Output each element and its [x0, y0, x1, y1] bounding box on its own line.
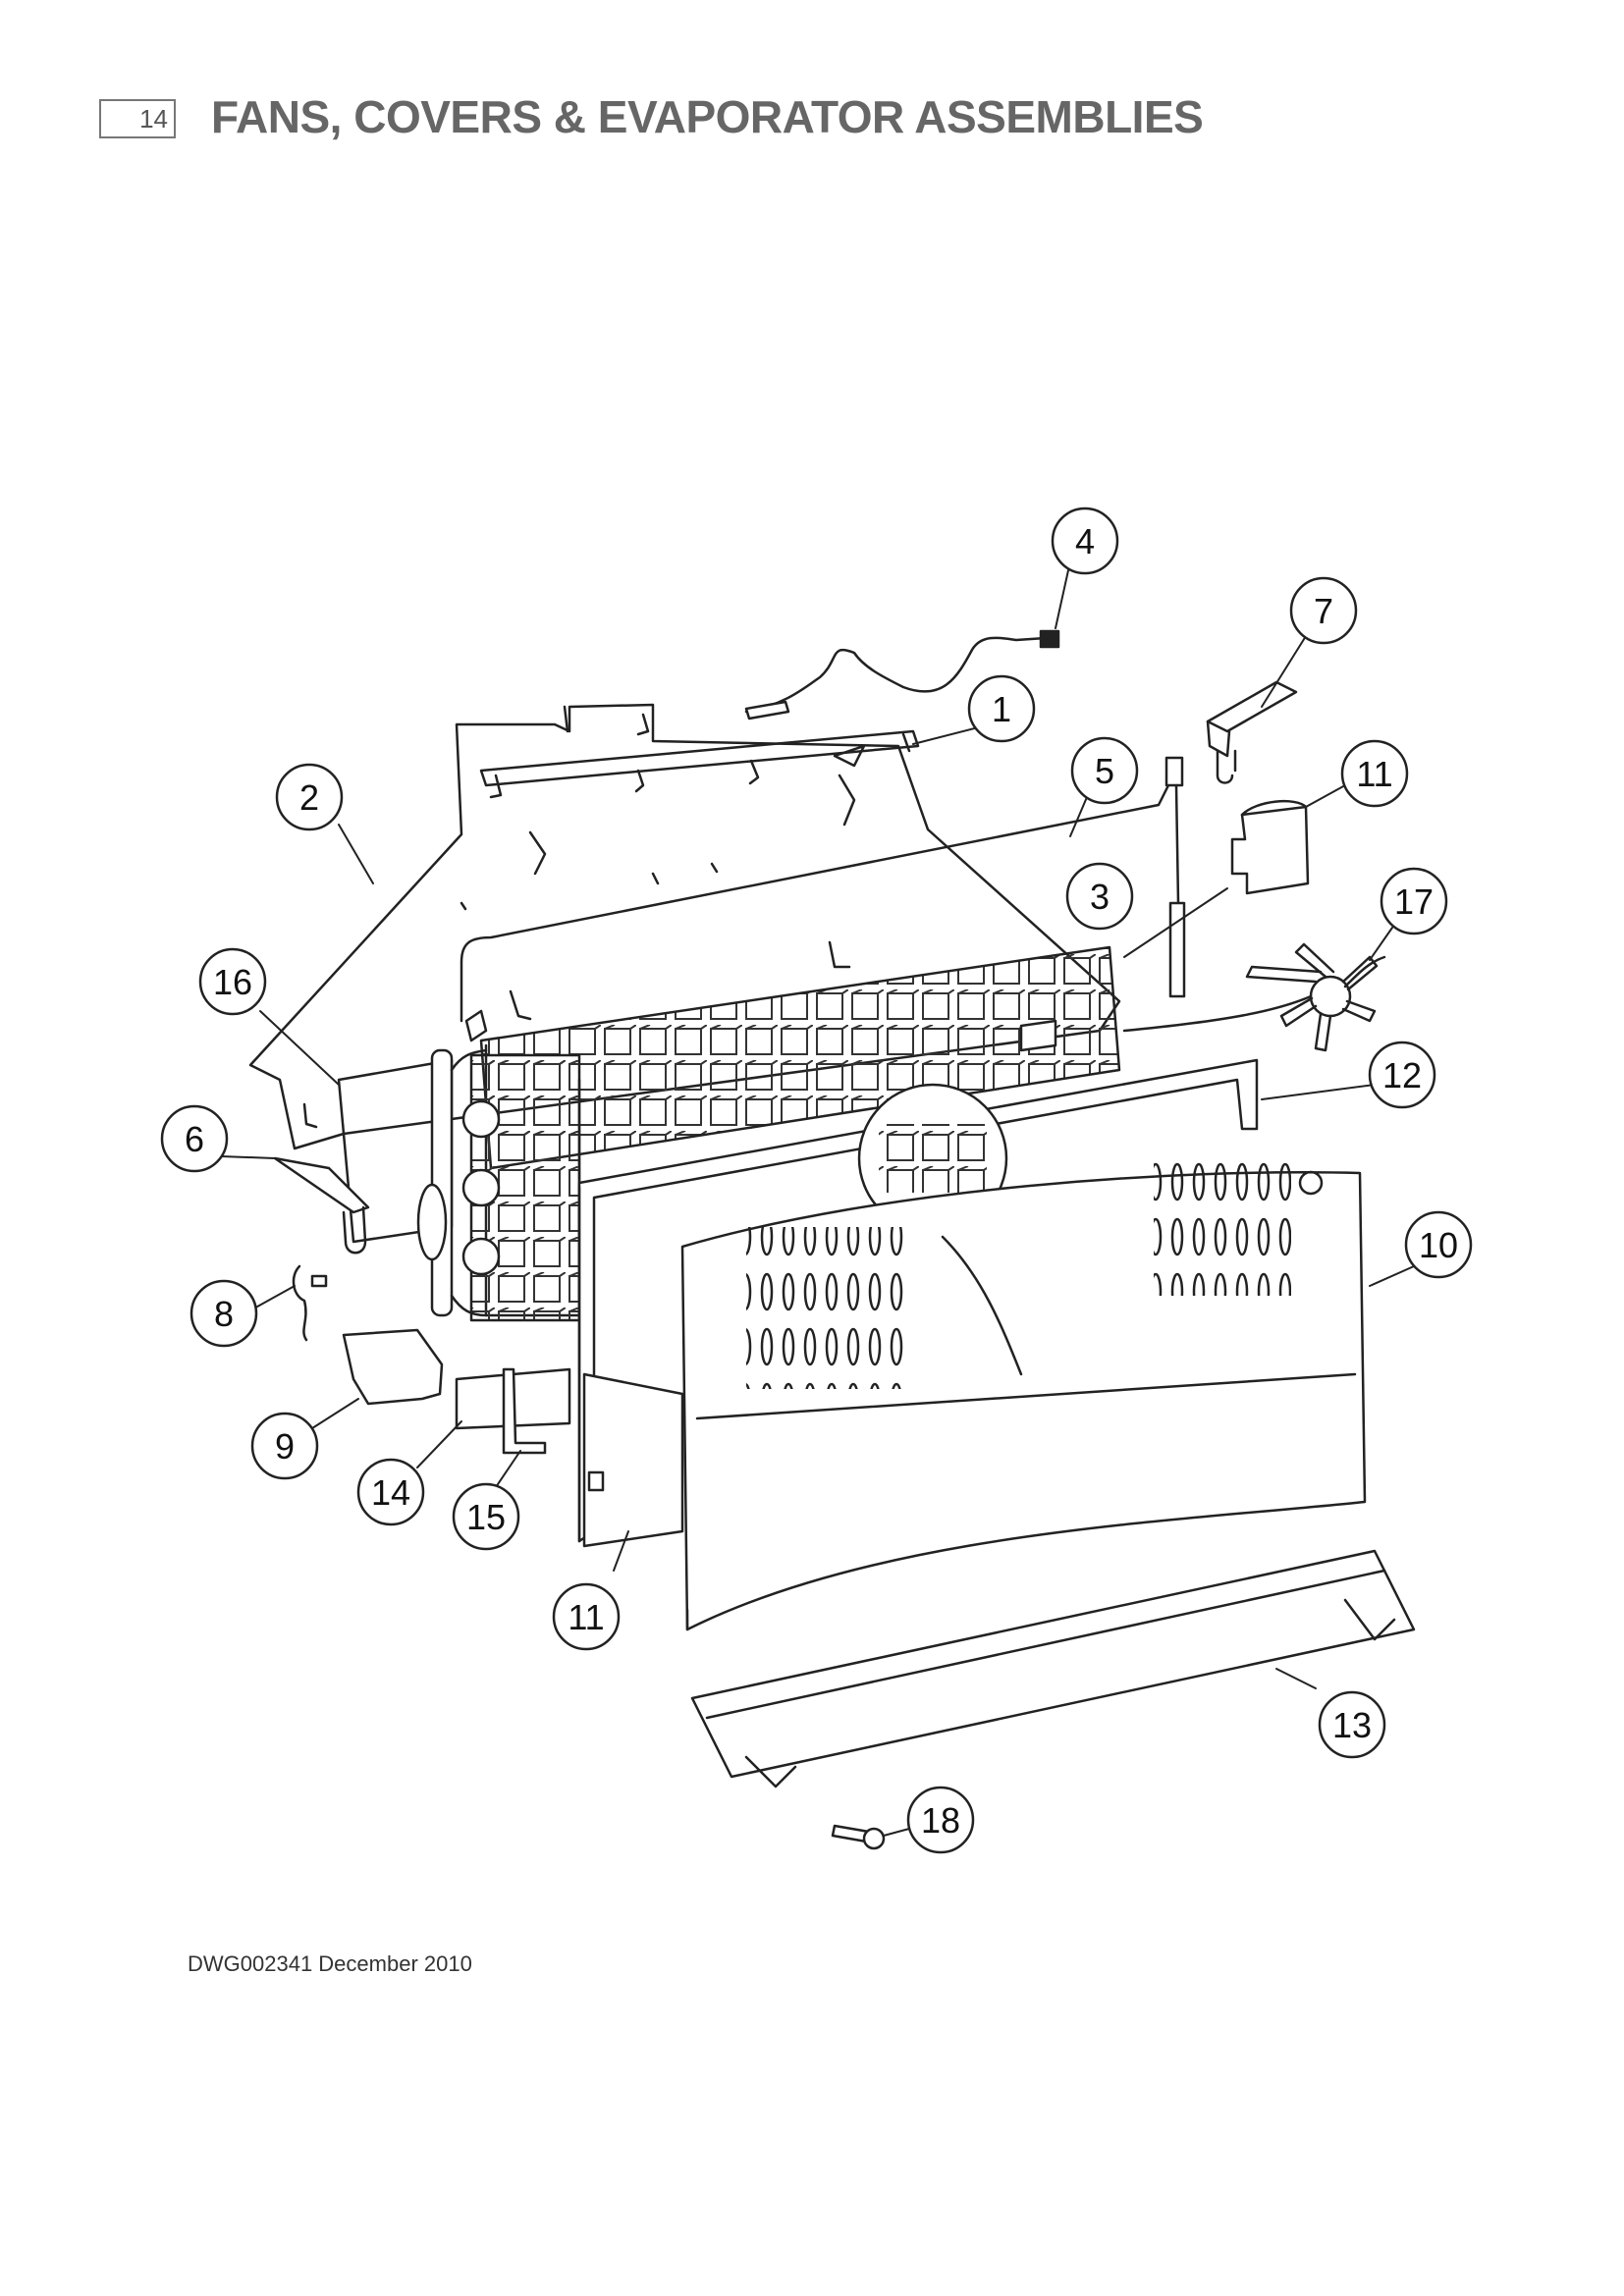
callout-18: 18 [906, 1786, 975, 1854]
svg-text:10: 10 [1419, 1225, 1458, 1265]
evaporator-coil-part-3 [416, 940, 1121, 1322]
svg-text:3: 3 [1090, 877, 1110, 917]
top-bracket-part-1 [479, 729, 920, 799]
callout-6: 6 [160, 1104, 229, 1173]
sensor-cable-part-4 [744, 629, 1060, 721]
callout-2: 2 [275, 763, 344, 831]
fan-blade-part-17 [1122, 942, 1386, 1052]
callout-7: 7 [1289, 576, 1358, 645]
callout-3: 3 [1065, 862, 1134, 931]
wire-clip-part-8 [292, 1264, 328, 1342]
callout-leader-lines [220, 561, 1415, 1837]
callout-16: 16 [198, 947, 267, 1016]
rear-duct-panel-part-2 [248, 703, 1121, 1150]
callout-15: 15 [452, 1482, 520, 1551]
drawing-reference: DWG002341 December 2010 [188, 1951, 472, 1976]
callouts: 4 7 1 5 11 2 3 17 16 12 6 10 8 9 14 15 1… [160, 507, 1473, 1854]
callout-11-upper: 11 [1340, 739, 1409, 808]
callout-12: 12 [1368, 1041, 1436, 1109]
svg-text:17: 17 [1394, 881, 1434, 922]
svg-text:1: 1 [992, 689, 1011, 729]
bottom-trim-part-13 [690, 1549, 1416, 1789]
callout-1: 1 [967, 674, 1036, 743]
callout-8: 8 [189, 1279, 258, 1348]
side-cover-part-11-lower [582, 1372, 684, 1548]
svg-text:8: 8 [214, 1294, 234, 1334]
cable-part-5 [460, 756, 1186, 1023]
callout-4: 4 [1051, 507, 1119, 575]
svg-text:13: 13 [1332, 1705, 1372, 1745]
svg-text:6: 6 [185, 1119, 204, 1159]
callout-17: 17 [1380, 867, 1448, 935]
fan-shroud-part-11-upper [1230, 800, 1310, 895]
evaporator-cover-part-10 [680, 1148, 1367, 1631]
callout-5: 5 [1070, 736, 1139, 805]
page-title: FANS, COVERS & EVAPORATOR ASSEMBLIES [211, 91, 1204, 142]
duct-cover-part-9 [342, 1328, 444, 1406]
svg-text:16: 16 [213, 962, 252, 1002]
svg-text:15: 15 [466, 1497, 506, 1537]
callout-13: 13 [1318, 1690, 1386, 1759]
svg-text:5: 5 [1095, 751, 1114, 791]
svg-text:2: 2 [299, 777, 319, 818]
screw-part-18 [831, 1824, 886, 1850]
bracket-part-7 [1206, 680, 1298, 784]
l-bracket-part-15 [502, 1367, 547, 1455]
svg-text:9: 9 [275, 1426, 295, 1467]
svg-text:12: 12 [1382, 1055, 1422, 1095]
svg-text:11: 11 [568, 1597, 604, 1637]
svg-text:7: 7 [1314, 591, 1333, 631]
callout-14: 14 [356, 1458, 425, 1526]
svg-text:4: 4 [1075, 521, 1095, 561]
svg-text:14: 14 [371, 1472, 410, 1513]
page-number: 14 [99, 99, 176, 138]
connector-part-6 [273, 1156, 370, 1255]
callout-11-lower: 11 [552, 1582, 621, 1651]
svg-text:11: 11 [1356, 754, 1392, 794]
callout-9: 9 [250, 1412, 319, 1480]
svg-text:18: 18 [921, 1800, 960, 1841]
callout-10: 10 [1404, 1210, 1473, 1279]
